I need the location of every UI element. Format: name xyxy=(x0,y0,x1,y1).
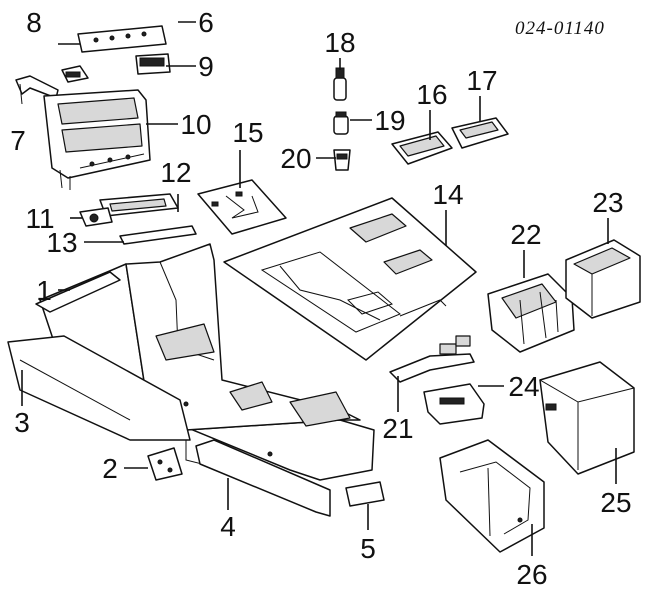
part-26-frame xyxy=(439,439,545,553)
part-17-tray xyxy=(451,117,509,149)
part-16-tray xyxy=(391,131,453,165)
callout-16: 16 xyxy=(416,79,447,110)
part-23-bin xyxy=(565,239,641,319)
callout-19: 19 xyxy=(374,105,405,136)
part-21-bracket xyxy=(389,335,475,383)
part-12-switch-panel xyxy=(99,193,179,217)
part-24-holder xyxy=(423,383,485,425)
callout-18: 18 xyxy=(324,27,355,58)
callout-9: 9 xyxy=(198,51,214,82)
callout-1: 1 xyxy=(36,275,52,306)
callout-22: 22 xyxy=(510,219,541,250)
callout-12: 12 xyxy=(160,157,191,188)
callout-21: 21 xyxy=(382,413,413,444)
callout-17: 17 xyxy=(466,65,497,96)
part-19-cap xyxy=(333,111,349,135)
callout-2: 2 xyxy=(102,453,118,484)
part-4-lower-trim xyxy=(195,439,331,517)
part-11-switch xyxy=(79,207,113,227)
callout-13: 13 xyxy=(46,227,77,258)
callout-3: 3 xyxy=(14,407,30,438)
part-14-inset-panel xyxy=(223,197,477,361)
part-15-shifter-plate xyxy=(197,179,287,235)
part-1-flap xyxy=(35,271,121,313)
part-9-box xyxy=(135,53,171,75)
callout-4: 4 xyxy=(220,511,236,542)
part-8-clip xyxy=(61,65,89,83)
leader-lines xyxy=(21,21,617,556)
callout-26: 26 xyxy=(516,559,547,590)
callout-10: 10 xyxy=(180,109,211,140)
callout-labels: 8 6 9 7 10 12 11 13 15 18 19 20 16 17 14… xyxy=(10,7,631,590)
callout-25: 25 xyxy=(600,487,631,518)
part-25-storage-box xyxy=(539,361,635,475)
callout-6: 6 xyxy=(198,7,214,38)
reference-code: 024-01140 xyxy=(515,18,605,39)
callout-5: 5 xyxy=(360,533,376,564)
callout-11: 11 xyxy=(25,203,54,234)
callout-15: 15 xyxy=(232,117,263,148)
part-5-end-cap xyxy=(345,481,385,507)
callout-24: 24 xyxy=(508,371,539,402)
part-13-trim-strip xyxy=(119,225,197,245)
part-22-cup-holder xyxy=(487,273,575,353)
callout-14: 14 xyxy=(432,179,463,210)
part-10-bezel-frame xyxy=(43,89,151,190)
callout-7: 7 xyxy=(10,125,26,156)
part-18-socket xyxy=(333,67,347,101)
part-2-bracket xyxy=(147,447,183,481)
part-3-side-trim xyxy=(7,335,191,441)
callout-23: 23 xyxy=(592,187,623,218)
callout-20: 20 xyxy=(280,143,311,174)
part-6-tray-strip xyxy=(77,25,167,53)
callout-8: 8 xyxy=(26,7,42,38)
part-20-knob xyxy=(333,149,351,171)
